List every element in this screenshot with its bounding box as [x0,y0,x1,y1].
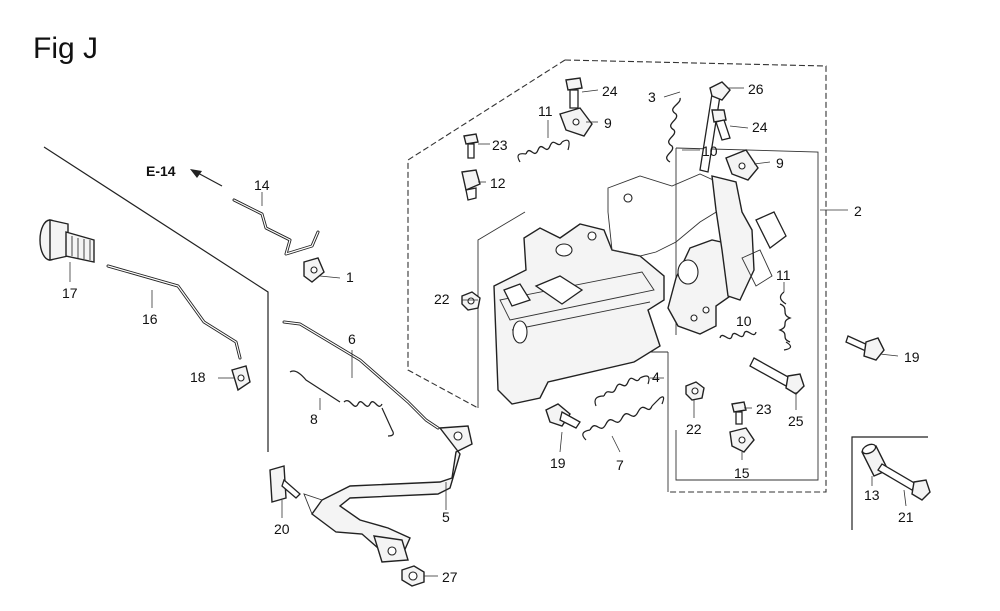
reference-arrow [190,169,223,187]
part-19-bolt-right [845,335,885,361]
callout-21: 21 [898,509,914,525]
callout-10-right: 10 [736,313,752,329]
callout-19-left: 19 [550,455,566,471]
part-20-bolt [269,465,301,503]
part-22-nut-left [461,291,481,311]
part-22-nut-right [685,381,705,401]
callout-12: 12 [490,175,506,191]
part-21-bolt [877,463,931,501]
part-5-control-lever [303,425,473,563]
part-12-bolt [461,169,481,201]
part-14-link-rod [232,198,320,256]
part-27-nut [401,565,425,587]
part-3-control-base [493,173,727,405]
part-23-screw-top [463,133,479,159]
part-18-clip [231,365,251,392]
callout-labels: 1 2 3 4 5 6 7 8 9 9 10 10 11 11 12 13 14… [62,81,920,585]
sub-bracket-13-21 [851,436,928,530]
callout-20: 20 [274,521,290,537]
callout-19-right: 19 [904,349,920,365]
part-19-bolt-left [545,403,581,429]
callout-27: 27 [442,569,458,585]
part-25-bolt [749,357,805,395]
callout-23-top: 23 [492,137,508,153]
part-10-spring-right [719,330,757,340]
callout-15: 15 [734,465,750,481]
callout-11-top: 11 [538,103,553,119]
part-9-clip-right [725,149,759,181]
callout-24-right: 24 [752,119,768,135]
reference-label-e14: E-14 [146,163,176,179]
part-9-clip-left [559,107,593,137]
section-divider-lines [43,146,269,452]
callout-14: 14 [254,177,270,193]
callout-13: 13 [864,487,880,503]
part-15-clip [729,427,755,453]
callout-10-top: 10 [702,143,718,159]
callout-24-left: 24 [602,83,618,99]
part-8-governor-spring [289,370,394,437]
part-6-governor-rod [282,320,440,430]
callout-11-right: 11 [776,267,791,283]
part-2-lever-assembly [667,175,787,335]
callout-3: 3 [648,89,656,105]
part-24-screw-left [565,77,583,109]
callout-5: 5 [442,509,450,525]
callout-2: 2 [854,203,862,219]
part-24-screw-right [711,109,731,141]
callout-6: 6 [348,331,356,347]
part-23-screw-lower [731,401,747,425]
callout-25: 25 [788,413,804,429]
callout-22-right: 22 [686,421,702,437]
callout-4: 4 [652,369,660,385]
callout-1: 1 [346,269,354,285]
callout-16: 16 [142,311,158,327]
callout-26: 26 [748,81,764,97]
part-10-spring-top [666,97,681,163]
part-17-knob [39,219,95,263]
part-11-spring-right [778,291,792,351]
callout-9-left: 9 [604,115,612,131]
part-16-control-rod [106,264,242,360]
callout-22-left: 22 [434,291,450,307]
part-1-clip [303,257,325,283]
callout-23-right: 23 [756,401,772,417]
callout-8: 8 [310,411,318,427]
callout-17: 17 [62,285,78,301]
part-7-return-spring [582,396,665,441]
callout-7: 7 [616,457,624,473]
part-4-spring [594,375,650,407]
callout-18: 18 [190,369,206,385]
leader-lines [69,87,907,577]
figure-title: Fig J [33,32,98,65]
callout-9-right: 9 [776,155,784,171]
part-11-spring-top [517,139,570,163]
